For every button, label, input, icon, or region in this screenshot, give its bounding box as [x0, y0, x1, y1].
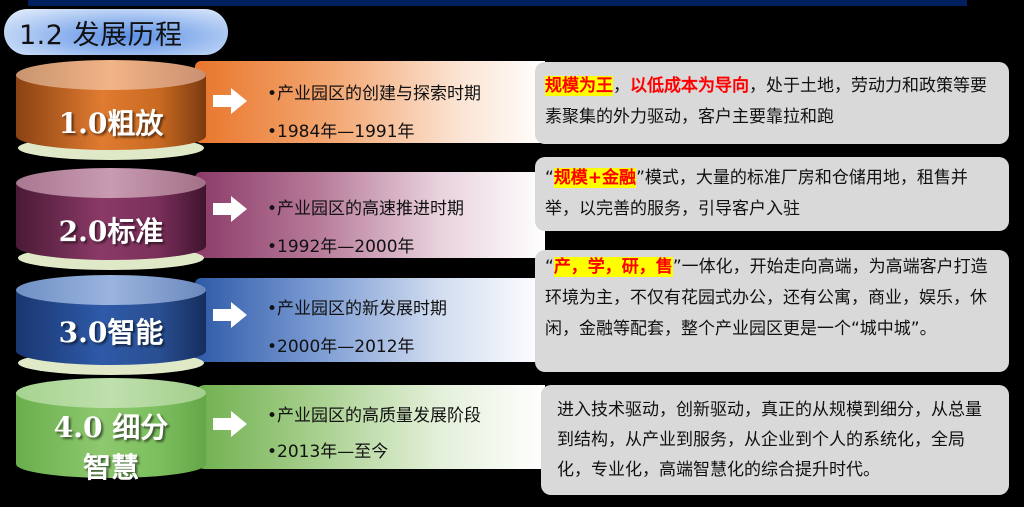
stage-4-years: •2013年—至今 [267, 442, 389, 462]
stage-4-label-line2: 智慧 [82, 451, 139, 484]
header-bar [28, 0, 967, 6]
stage-3-band: •产业园区的新发展时期 •2000年—2012年 [195, 278, 545, 362]
stage-1-years: •1984年—1991年 [267, 122, 415, 142]
stage-4-period: •产业园区的高质量发展阶段 [267, 406, 482, 426]
section-title-pill: 1.2 发展历程 [4, 9, 228, 55]
stage-3-cylinder: 3.0智能 [16, 275, 206, 385]
stage-4-band: •产业园区的高质量发展阶段 •2013年—至今 [195, 385, 545, 469]
stage-1-cylinder: 1.0粗放 [16, 60, 206, 170]
stage-1-label: 1.0粗放 [58, 107, 164, 140]
arrow-right-icon [213, 302, 247, 328]
stage-1-period: •产业园区的创建与探索时期 [267, 84, 482, 104]
stage-3-description: “产，学，研，售”一体化，开始走向高端，为高端客户打造环境为主，不仅有花园式办公… [535, 250, 1009, 372]
arrow-right-icon [213, 411, 247, 437]
stage-4-description: 进入技术驱动，创新驱动，真正的从规模到细分，从总量到结构，从产业到服务，从企业到… [541, 385, 1009, 495]
stage-4-label-line1: 4.0 细分 [53, 411, 169, 444]
stage-3-period: •产业园区的新发展时期 [267, 299, 448, 319]
stage-2-description: “规模+金融”模式，大量的标准厂房和仓储用地，租售并举，以完善的服务，引导客户入… [535, 157, 1009, 231]
stage-3-label: 3.0智能 [58, 316, 164, 349]
stage-2-period: •产业园区的高速推进时期 [267, 199, 465, 219]
stage-1-band: •产业园区的创建与探索时期 •1984年—1991年 [195, 61, 545, 143]
arrow-right-icon [213, 196, 247, 222]
stage-3-years: •2000年—2012年 [267, 337, 415, 357]
stage-2-band: •产业园区的高速推进时期 •1992年—2000年 [195, 172, 545, 258]
arrow-right-icon [213, 88, 247, 114]
stage-2-years: •1992年—2000年 [267, 237, 415, 257]
stage-2-label: 2.0标准 [58, 215, 164, 248]
stage-4-cylinder: 4.0 细分 智慧 [16, 378, 206, 498]
section-title: 1.2 发展历程 [19, 19, 183, 51]
stage-2-cylinder: 2.0标准 [16, 168, 206, 278]
stage-1-description: 规模为王，以低成本为导向，处于土地，劳动力和政策等要素聚集的外力驱动，客户主要靠… [535, 62, 1009, 144]
